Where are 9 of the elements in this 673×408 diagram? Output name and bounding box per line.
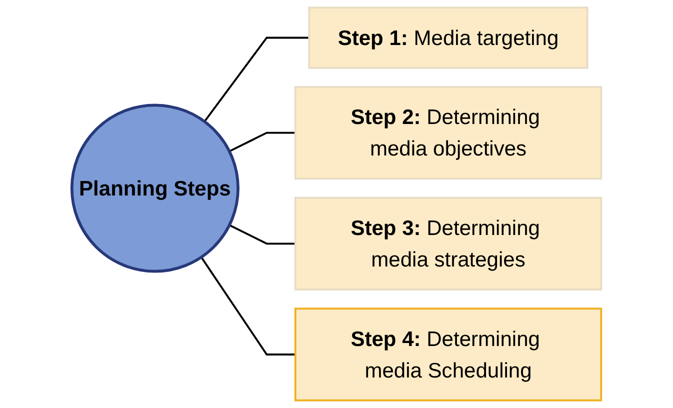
node-box: Step 2: Determining media objectives (294, 86, 602, 180)
connector (228, 224, 296, 245)
connector (204, 36, 310, 122)
node-box: Step 4: Determining media Scheduling (294, 308, 602, 402)
connector (228, 132, 296, 152)
node-box: Step 3: Determining media strategies (294, 196, 602, 290)
node-circle: Planning Steps (70, 104, 240, 273)
connector (200, 256, 296, 356)
node-box: Step 1: Media targeting (308, 6, 588, 69)
